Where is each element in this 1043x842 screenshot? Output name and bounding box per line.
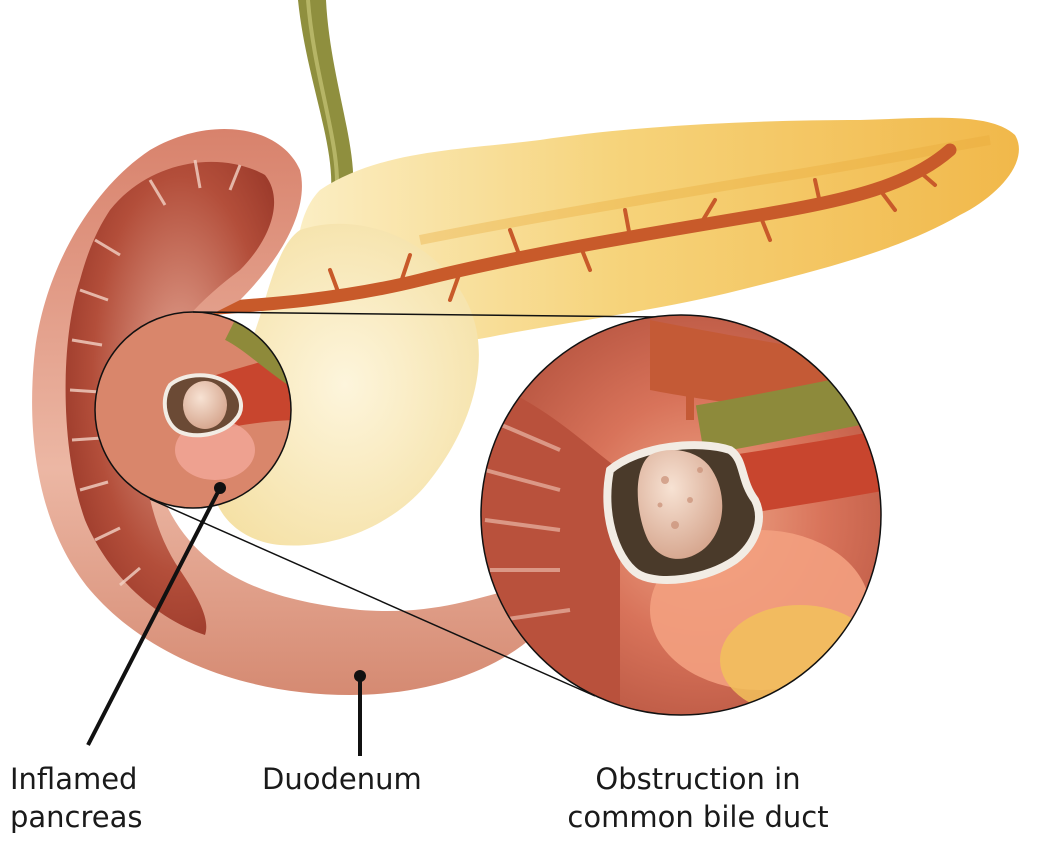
magnifier-large (480, 314, 882, 716)
leader-pancreas (86, 487, 222, 746)
label-inflamed-pancreas-line1: Inflamed (10, 762, 138, 796)
duodenum-inner-lumen (65, 161, 275, 636)
label-duodenum-line1: Duodenum (262, 762, 422, 796)
stone-large (637, 450, 723, 559)
label-inflamed-pancreas-line2: pancreas (10, 800, 143, 834)
label-obstruction-line2: common bile duct (567, 800, 829, 834)
zoom-connector-top (192, 311, 661, 318)
zoom-connector-bottom (149, 498, 596, 697)
label-obstruction: Obstruction in common bile duct (548, 760, 848, 836)
label-duodenum: Duodenum (262, 760, 422, 798)
pancreatic-duct (183, 143, 957, 317)
label-inflamed-pancreas: Inflamed pancreas (10, 760, 143, 836)
label-obstruction-line1: Obstruction in (595, 762, 801, 796)
